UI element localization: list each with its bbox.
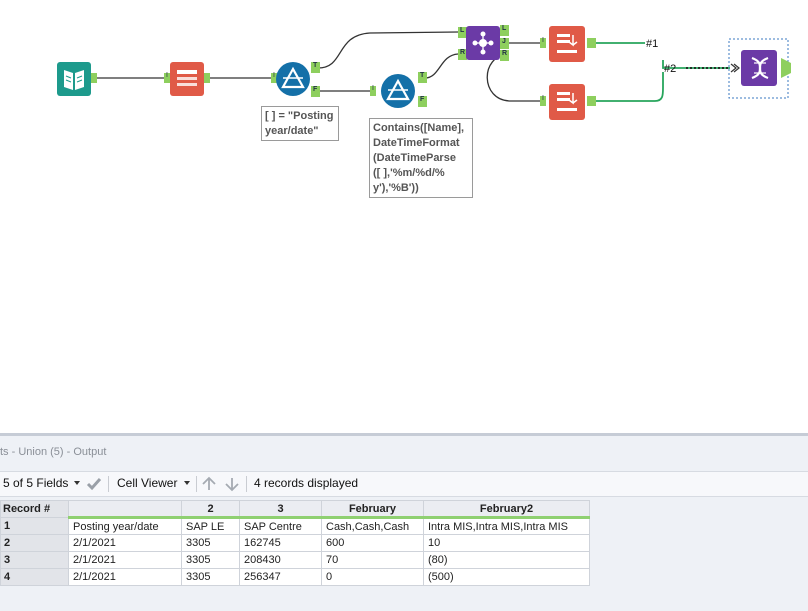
cell[interactable]: Cash,Cash,Cash xyxy=(321,517,424,535)
table-row[interactable]: 2 2/1/2021 3305 162745 600 10 xyxy=(0,534,590,552)
results-toolbar: 5 of 5 Fields Cell Viewer 4 records disp… xyxy=(0,471,808,497)
cell[interactable]: 3305 xyxy=(181,568,240,586)
anchor-letter: R xyxy=(502,50,508,57)
cell[interactable]: 256347 xyxy=(239,568,322,586)
arrow-up-icon[interactable] xyxy=(201,476,217,492)
toolbar-divider xyxy=(196,476,197,492)
connection-dynamic2-union xyxy=(596,72,664,102)
results-title: ts - Union (5) - Output xyxy=(0,446,107,458)
table-row[interactable]: 1 Posting year/date SAP LE SAP Centre Ca… xyxy=(0,517,590,535)
connection-filter2-true-join xyxy=(424,53,459,79)
cell-viewer-dropdown[interactable]: Cell Viewer xyxy=(117,476,178,490)
cell[interactable]: 70 xyxy=(321,551,424,569)
chevron-down-icon[interactable] xyxy=(74,481,80,485)
column-header-3[interactable]: 3 xyxy=(239,500,322,519)
cell[interactable]: 162745 xyxy=(239,534,322,552)
select-tool[interactable] xyxy=(164,62,210,96)
dynamic-rename-tool-2[interactable] xyxy=(540,84,596,120)
anchor-letter: F xyxy=(313,86,318,93)
row-number: 3 xyxy=(0,551,69,569)
chevron-down-icon[interactable] xyxy=(184,481,190,485)
column-header-record[interactable]: Record # xyxy=(0,500,69,518)
anchor-letter: I xyxy=(166,72,168,79)
cell[interactable]: Posting year/date xyxy=(68,517,182,535)
fields-dropdown[interactable]: 5 of 5 Fields xyxy=(3,476,69,490)
anchor-letter: I xyxy=(542,37,544,44)
connection-filter1-true-join xyxy=(317,31,459,69)
cell[interactable]: Intra MIS,Intra MIS,Intra MIS xyxy=(423,517,590,535)
anchor-letter: J xyxy=(502,38,506,45)
cell[interactable]: 0 xyxy=(321,568,424,586)
table-row[interactable]: 3 2/1/2021 3305 208430 70 (80) xyxy=(0,551,590,569)
arrow-down-icon[interactable] xyxy=(224,476,240,492)
join-tool[interactable] xyxy=(458,25,509,61)
row-number: 2 xyxy=(0,534,69,552)
grid-header-row: Record # 2 3 February February2 xyxy=(0,500,590,519)
connections-layer xyxy=(57,25,791,120)
union-tool[interactable] xyxy=(728,38,791,99)
workflow-canvas[interactable]: I I T F I T F L R L J R I I #1 #2 [ ] = … xyxy=(0,0,808,433)
connection-label-1: #1 xyxy=(646,38,659,50)
filter2-annotation[interactable]: Contains([Name], DateTimeFormat (DateTim… xyxy=(369,118,473,198)
cell[interactable]: 2/1/2021 xyxy=(68,551,182,569)
anchor-letter: I xyxy=(273,72,275,79)
cell[interactable]: 208430 xyxy=(239,551,322,569)
cell[interactable]: 600 xyxy=(321,534,424,552)
cell[interactable]: SAP Centre xyxy=(239,517,322,535)
cell[interactable]: 2/1/2021 xyxy=(68,568,182,586)
dynamic-rename-tool-1[interactable] xyxy=(540,26,596,62)
column-header-february[interactable]: February xyxy=(321,500,424,519)
cell[interactable]: 2/1/2021 xyxy=(68,534,182,552)
anchor-letter: L xyxy=(460,27,465,34)
filter-tool-2[interactable] xyxy=(370,72,427,108)
column-header-1[interactable] xyxy=(68,500,182,519)
column-header-2[interactable]: 2 xyxy=(181,500,240,519)
anchor-letter: F xyxy=(420,96,425,103)
cell[interactable]: 3305 xyxy=(181,534,240,552)
toolbar-divider xyxy=(246,476,247,492)
anchor-letter: T xyxy=(420,72,425,79)
records-count: 4 records displayed xyxy=(254,476,359,490)
anchor-letter: I xyxy=(372,85,374,92)
results-grid[interactable]: Record # 2 3 February February2 1 Postin… xyxy=(0,500,590,586)
anchor-letter: R xyxy=(460,49,466,56)
connection-join-dynamic2 xyxy=(486,53,540,102)
filter-tool-1[interactable] xyxy=(271,62,320,97)
anchor-letter: T xyxy=(313,62,318,69)
cell[interactable]: (500) xyxy=(423,568,590,586)
row-number: 4 xyxy=(0,568,69,586)
check-icon[interactable] xyxy=(86,477,102,491)
cell[interactable]: 10 xyxy=(423,534,590,552)
panel-splitter[interactable] xyxy=(0,433,808,436)
toolbar-divider xyxy=(108,476,109,492)
results-panel: ts - Union (5) - Output 5 of 5 Fields Ce… xyxy=(0,433,808,611)
cell[interactable]: SAP LE xyxy=(181,517,240,535)
filter1-annotation[interactable]: [ ] = "Posting year/date" xyxy=(261,106,339,141)
anchor-letter: I xyxy=(542,95,544,102)
input-data-tool[interactable] xyxy=(57,62,97,96)
table-row[interactable]: 4 2/1/2021 3305 256347 0 (500) xyxy=(0,568,590,586)
row-number: 1 xyxy=(0,517,69,535)
anchor-letter: L xyxy=(502,25,507,32)
connection-label-2: #2 xyxy=(664,63,677,75)
column-header-february2[interactable]: February2 xyxy=(423,500,590,519)
cell[interactable]: (80) xyxy=(423,551,590,569)
cell[interactable]: 3305 xyxy=(181,551,240,569)
